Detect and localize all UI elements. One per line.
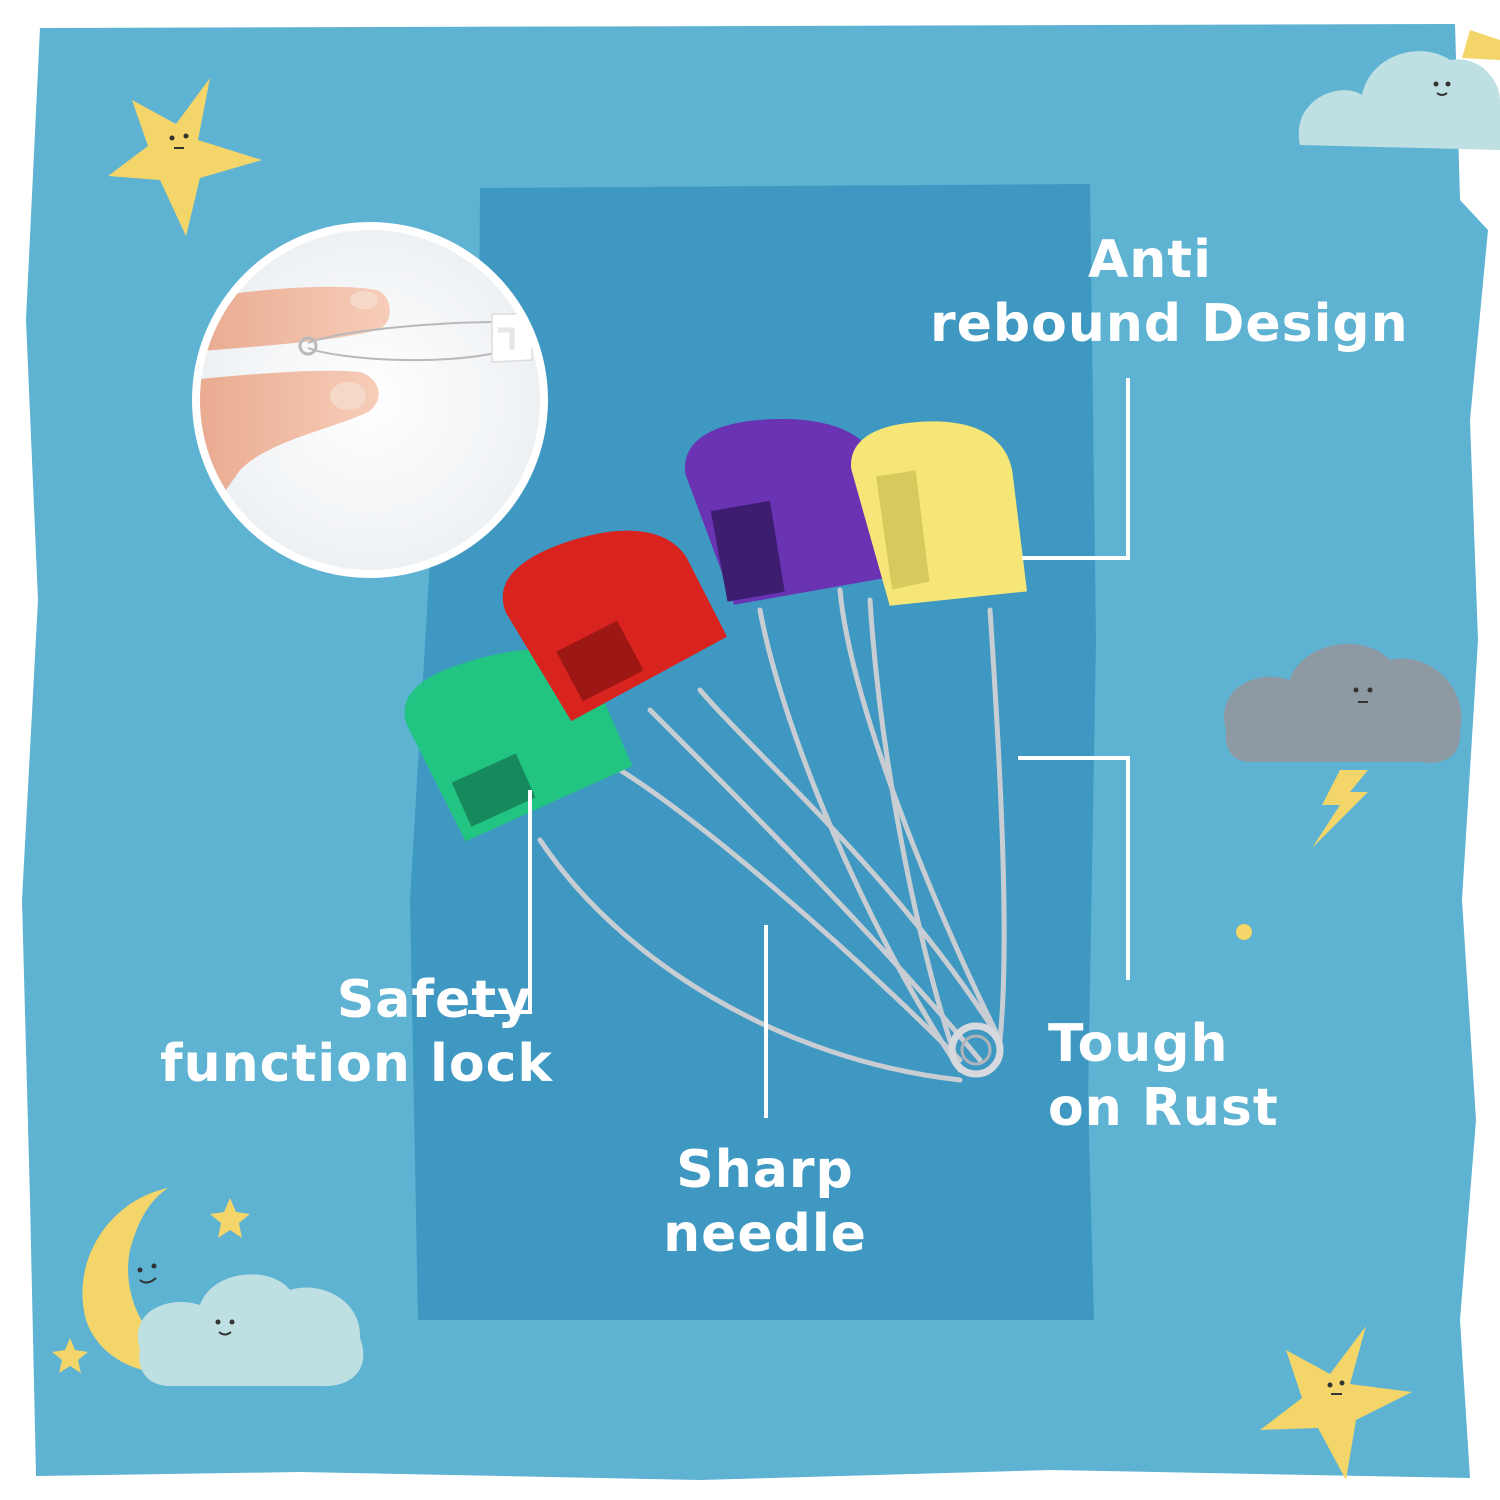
safety-lock-line-1: Safety [336, 970, 532, 1030]
safety-pin-icon [537, 587, 1007, 1083]
tough-on-rust-label: Tough on Rust [1048, 1012, 1308, 1140]
safety-lock-line-2: function lock [160, 1034, 553, 1094]
star-icon [1462, 30, 1500, 60]
safety-pin-head-purple [684, 419, 898, 605]
anti-rebound-label: Anti rebound Design [930, 228, 1409, 356]
safety-pin-coil [948, 1022, 1004, 1078]
cloud-icon [1224, 643, 1462, 763]
safety-pin-head-yellow [851, 421, 1027, 606]
anti-rebound-line-1: Anti [1088, 230, 1212, 290]
anti-rebound-line-2: rebound Design [930, 294, 1409, 354]
cloud-icon [137, 1274, 364, 1387]
cloud-icon [1298, 51, 1500, 151]
star-icon [108, 78, 262, 236]
tough-on-rust-line-2: on Rust [1048, 1078, 1279, 1138]
lightning-icon [1312, 770, 1368, 848]
connector-lines [468, 378, 1130, 1118]
star-icon [210, 1198, 250, 1238]
dot-decoration [1236, 924, 1252, 940]
moon-icon [82, 1188, 196, 1374]
tough-on-rust-line-1: Tough [1048, 1014, 1229, 1074]
star-icon [52, 1338, 88, 1373]
sharp-needle-label: Sharp needle [655, 1138, 875, 1266]
star-icon [1260, 1326, 1412, 1480]
usage-photo [192, 222, 548, 578]
safety-pin-head-red [502, 530, 728, 722]
sharp-needle-line-1: Sharp [676, 1140, 854, 1200]
sharp-needle-line-2: needle [663, 1204, 867, 1264]
safety-lock-label: Safety function lock [160, 968, 553, 1096]
